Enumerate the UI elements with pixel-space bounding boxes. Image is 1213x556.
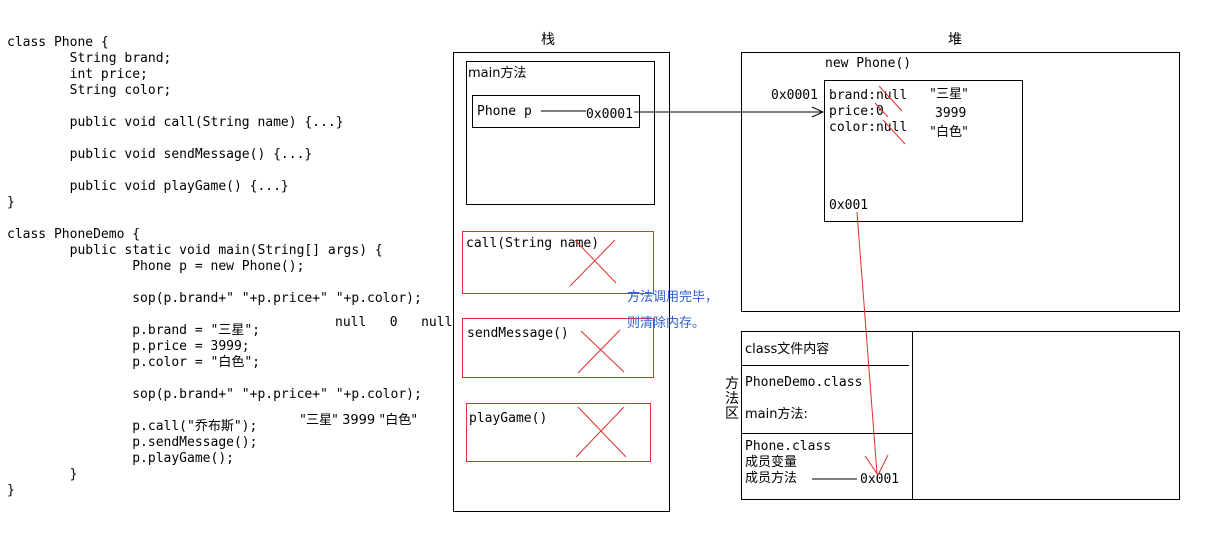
code-line: public void call(String name) {...} [7, 115, 344, 130]
new-value-brand: "三星" [930, 87, 968, 102]
heap-area [741, 52, 1180, 312]
new-value-price: 3999 [935, 106, 967, 121]
code-line: p.price = 3999; [7, 339, 250, 354]
phonedemo-class: PhoneDemo.class [745, 375, 863, 390]
variable-p-value: 0x0001 [586, 107, 633, 122]
code-line: public void sendMessage() {...} [7, 147, 313, 162]
method-area-divider [912, 331, 913, 500]
field-color: color:null [829, 120, 908, 135]
play-game-frame [466, 403, 651, 462]
code-line: public void playGame() {...} [7, 179, 289, 194]
method-ref-arrow-head [864, 454, 889, 476]
code-line: p.brand = "三星"; [7, 323, 260, 338]
member-methods: 成员方法 [745, 471, 798, 486]
code-line: p.playGame(); [7, 451, 234, 466]
code-line: class PhoneDemo { [7, 227, 141, 242]
field-strike-marks [874, 85, 906, 145]
method-address: 0x001 [860, 472, 900, 487]
method-area-char-3: 区 [725, 406, 739, 422]
code-line: } [7, 483, 15, 498]
code-line: Phone p = new Phone(); [7, 259, 305, 274]
phone-class: Phone.class [745, 439, 832, 454]
send-message-frame-label: sendMessage() [467, 326, 569, 341]
method-area-char-2: 法 [725, 391, 739, 407]
call-frame-cross [569, 239, 617, 287]
object-address: 0x0001 [771, 88, 818, 103]
stack-title: 栈 [541, 32, 555, 48]
output-first-print: null 0 null [335, 315, 453, 330]
code-line: public static void main(String[] args) { [7, 243, 383, 258]
phone-object-box [824, 80, 1023, 222]
method-reference: 0x001 [829, 198, 869, 213]
stack-note-line1: 方法调用完毕， [627, 290, 719, 305]
method-ref-arrow-line [856, 211, 878, 475]
code-line: } [7, 467, 78, 482]
new-value-color: "白色" [930, 125, 968, 140]
stack-note-line2: 则清除内存。 [627, 316, 706, 331]
method-area [741, 331, 1180, 500]
code-listing: class Phone { String brand; int price; S… [7, 35, 422, 499]
code-line: p.color = "白色"; [7, 355, 260, 370]
method-area-char-1: 方 [725, 376, 739, 392]
code-line: class Phone { [7, 35, 109, 50]
method-area-header-line [741, 365, 909, 366]
call-frame-label: call(String name) [466, 236, 600, 251]
variable-p-label: Phone p [477, 104, 532, 119]
send-message-frame-cross [577, 329, 625, 374]
play-game-frame-label: playGame() [469, 411, 548, 426]
method-area-title: 方 法 区 [724, 377, 740, 422]
code-line: sop(p.brand+" "+p.price+" "+p.color); [7, 291, 422, 306]
code-line: p.sendMessage(); [7, 435, 258, 450]
method-area-class-line [741, 433, 912, 434]
output-second-print: "三星" 3999 "白色" [300, 413, 418, 428]
class-file-header: class文件内容 [745, 342, 830, 357]
code-line: } [7, 195, 15, 210]
code-line: String color; [7, 83, 172, 98]
play-game-frame-cross [575, 406, 627, 458]
code-line: int price; [7, 67, 148, 82]
main-frame [466, 61, 655, 205]
call-frame [462, 231, 654, 294]
code-line: p.call("乔布斯"); [7, 419, 258, 434]
heap-title: 堆 [948, 32, 962, 48]
reference-arrow-head [811, 106, 825, 118]
member-variables: 成员变量 [745, 455, 798, 470]
main-method-entry: main方法: [745, 407, 808, 422]
code-line: sop(p.brand+" "+p.price+" "+p.color); [7, 387, 422, 402]
stack-area [453, 52, 670, 512]
send-message-frame [462, 318, 654, 378]
object-label: new Phone() [825, 56, 912, 71]
code-line: String brand; [7, 51, 172, 66]
field-brand: brand:null [829, 88, 908, 103]
field-price: price:0 [829, 104, 884, 119]
main-frame-label: main方法 [468, 66, 527, 81]
